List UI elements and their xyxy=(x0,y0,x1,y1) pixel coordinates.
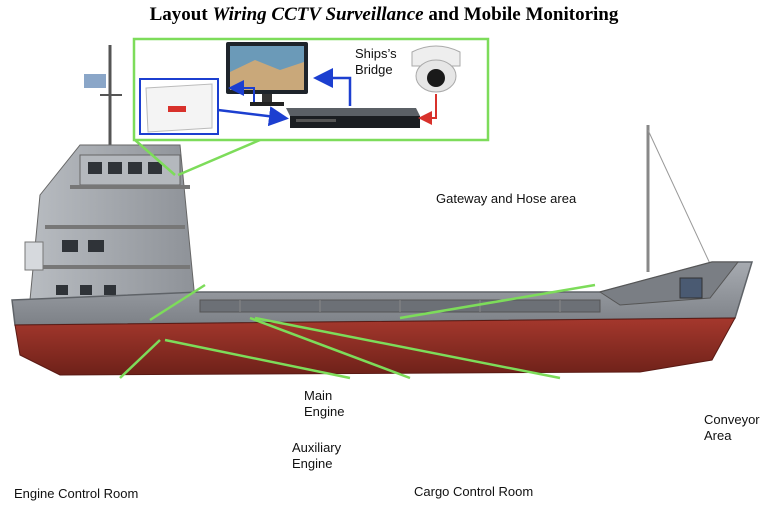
router-to-nvr-cable xyxy=(217,106,289,127)
cargo-room-label: Cargo Control Room xyxy=(414,484,534,499)
dome-camera-icon xyxy=(411,45,461,93)
nvr-to-monitor-cable xyxy=(313,68,352,106)
engine-room-label: Engine Control Room xyxy=(14,486,139,501)
callout-lines xyxy=(119,138,596,380)
nvr-recorder-icon xyxy=(286,108,420,128)
monitor-icon xyxy=(226,42,308,106)
flag-icon xyxy=(84,74,106,88)
nvr-to-router-cable xyxy=(228,80,255,102)
gateway-label: Gateway and Hose area xyxy=(436,191,577,206)
diagram-title: Layout Wiring CCTV Surveillance and Mobi… xyxy=(149,4,619,25)
dome-to-nvr-cable xyxy=(418,94,437,125)
mobile-router-icon xyxy=(145,83,213,133)
ship-hull xyxy=(11,45,754,376)
bow-logo-icon xyxy=(679,277,703,299)
